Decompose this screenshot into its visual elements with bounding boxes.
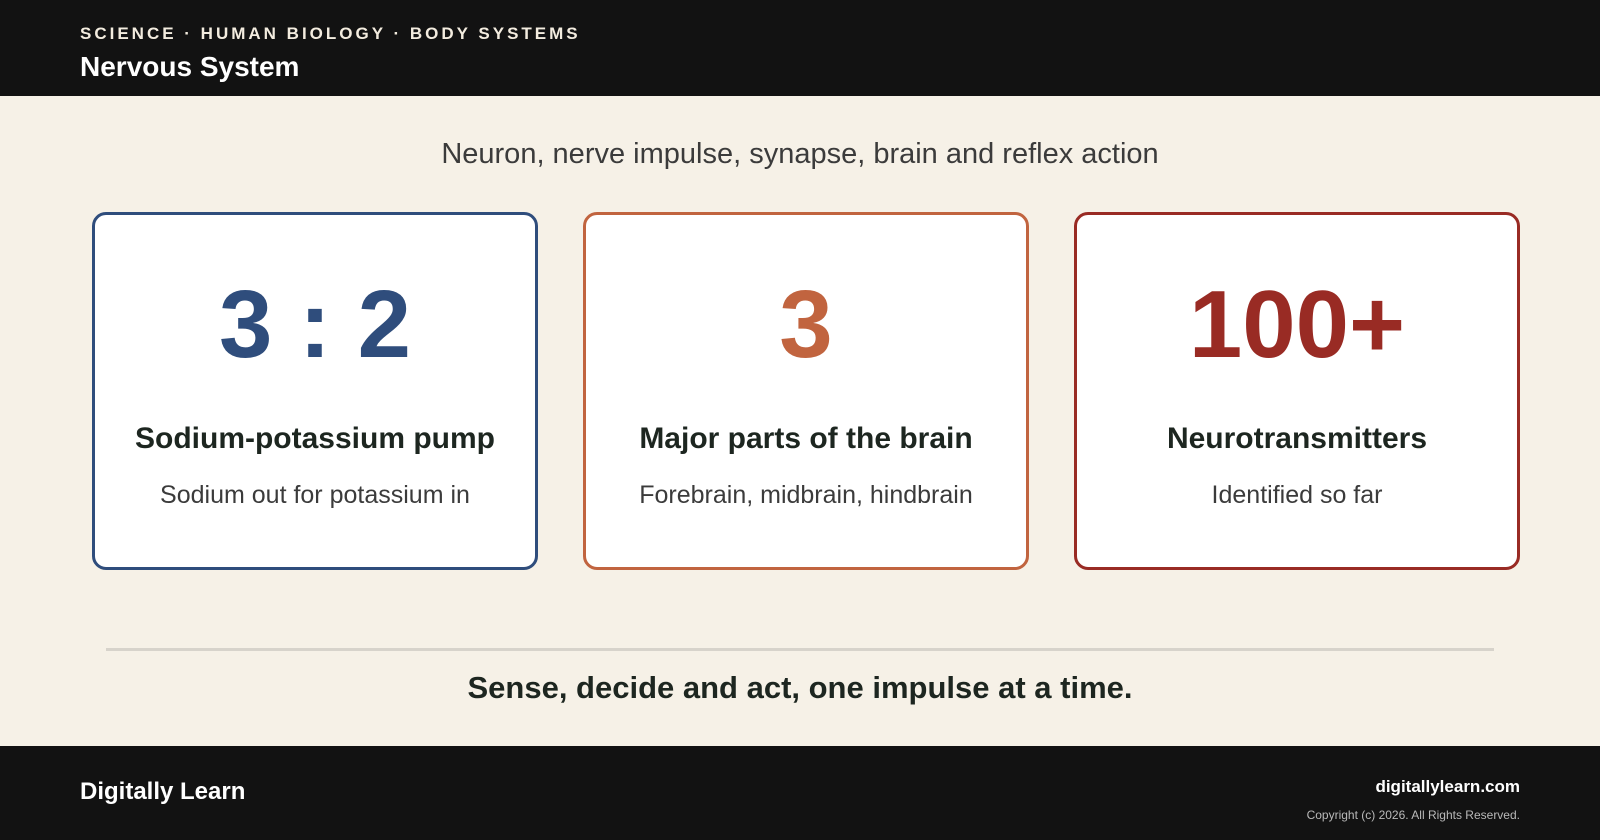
tagline: Sense, decide and act, one impulse at a … [467,670,1133,705]
copyright-text: Copyright (c) 2026. All Rights Reserved. [1306,808,1520,822]
stat-value: 3 : 2 [218,271,412,378]
stat-title: Neurotransmitters [1166,422,1428,455]
divider [106,648,1494,651]
stat-card-brain-parts: 3 Major parts of the brain Forebrain, mi… [583,212,1029,570]
page-subtitle: Neuron, nerve impulse, synapse, brain an… [441,138,1159,170]
stat-description: Sodium out for potassium in [160,481,470,509]
header-bar: SCIENCE · HUMAN BIOLOGY · BODY SYSTEMS N… [0,0,1600,96]
stat-title: Major parts of the brain [639,422,973,455]
stat-title: Sodium-potassium pump [135,422,495,455]
breadcrumb: SCIENCE · HUMAN BIOLOGY · BODY SYSTEMS [80,24,581,43]
stat-card-neurotransmitters: 100+ Neurotransmitters Identified so far [1074,212,1520,570]
page-title: Nervous System [80,51,300,82]
stat-description: Forebrain, midbrain, hindbrain [639,481,973,509]
stat-description: Identified so far [1211,481,1383,509]
footer-bar: Digitally Learn digitallylearn.com Copyr… [0,746,1600,840]
site-url: digitallylearn.com [1375,777,1520,796]
stat-value: 3 [779,271,833,378]
stat-card-sodium-potassium-pump: 3 : 2 Sodium-potassium pump Sodium out f… [92,212,538,570]
stat-value: 100+ [1188,271,1406,378]
brand-logo-text: Digitally Learn [80,778,246,805]
